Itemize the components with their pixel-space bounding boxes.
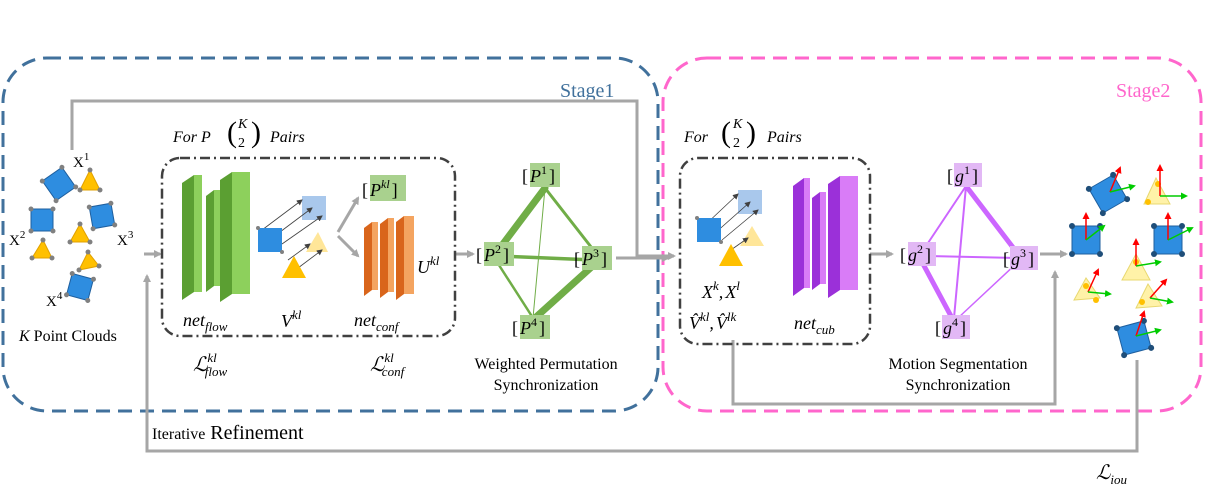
svg-text:2: 2 — [733, 136, 740, 151]
cube-shape — [28, 206, 56, 234]
v-hat-label: V̂kl,V̂lk — [689, 309, 737, 333]
loss-iou-label: ℒiou — [1096, 462, 1128, 487]
svg-text:[P1]: [P1] — [522, 163, 555, 186]
pyramid-shape — [1143, 176, 1171, 205]
svg-text:K: K — [732, 117, 743, 132]
stage2-frame — [661, 56, 1203, 413]
perm-node-4: [P4] — [512, 315, 550, 339]
perm-sync-caption-1: Weighted Permutation — [474, 356, 617, 373]
pyramid-shape — [67, 221, 93, 245]
pyramid-shape — [77, 167, 103, 193]
svg-text:[g4]: [g4] — [935, 315, 966, 338]
stage1-label: Stage1 — [560, 80, 614, 102]
perm-node-2: [P2] — [476, 242, 514, 266]
net-flow-label: netflow — [183, 310, 228, 334]
perm-sync-graph — [493, 184, 601, 322]
svg-text:[g2]: [g2] — [900, 242, 931, 265]
cube-shape — [86, 200, 118, 232]
svg-text:[P2]: [P2] — [476, 242, 509, 265]
stage1-binomial: ( K 2 ) — [227, 116, 261, 151]
motion-node-3: [g3] — [1003, 246, 1038, 270]
p-kl-matrix: [Pkl] — [362, 175, 406, 201]
svg-text:K: K — [237, 117, 248, 132]
motion-node-4: [g4] — [935, 315, 970, 339]
motion-sync-caption-2: Synchronization — [906, 377, 1011, 394]
net-flow-block — [182, 172, 250, 302]
cloud-label-x3: X3 — [117, 229, 134, 249]
stage1-header: For P — [172, 129, 211, 146]
svg-text:2: 2 — [238, 136, 245, 151]
stage1-pairs-word: Pairs — [269, 129, 305, 146]
motion-node-2: [g2] — [900, 242, 936, 266]
cube-shape — [39, 164, 79, 204]
pyramid-shape — [76, 249, 102, 273]
net-cub-block — [793, 176, 858, 298]
cube-shape — [1113, 317, 1155, 359]
pair-visual — [695, 190, 764, 266]
svg-text:[P4]: [P4] — [512, 315, 545, 338]
flow-arrows — [70, 99, 1139, 453]
svg-text:[g1]: [g1] — [947, 163, 978, 186]
cloud-label-x4: X4 — [46, 290, 63, 310]
cube-shape — [64, 271, 96, 303]
stage1-frame — [1, 56, 660, 413]
stage2-label: Stage2 — [1116, 80, 1170, 102]
perm-sync-caption-2: Synchronization — [494, 377, 599, 394]
net-conf-block — [364, 216, 414, 300]
svg-text:(: ( — [721, 116, 731, 149]
svg-text:[P3]: [P3] — [574, 246, 607, 269]
v-kl-label: Vkl — [281, 307, 302, 331]
pyramid-shape — [1135, 282, 1163, 309]
u-kl-label: Ukl — [417, 253, 440, 277]
perm-node-1: [P1] — [522, 163, 560, 187]
net-cub-label: netcub — [794, 313, 835, 337]
svg-text:[g3]: [g3] — [1003, 246, 1034, 269]
xk-xl-label: Xk,Xl — [701, 278, 740, 302]
cloud-label-x1: X1 — [73, 151, 89, 171]
cube-shape — [1085, 171, 1131, 217]
svg-text:[Pkl]: [Pkl] — [362, 177, 398, 200]
cloud-label-x2: X2 — [9, 229, 25, 249]
stage2-header: For — [683, 129, 709, 146]
net-conf-label: netconf — [354, 310, 401, 334]
motion-sync-graph — [919, 183, 1021, 321]
split-arrows — [336, 196, 360, 233]
svg-text:): ) — [746, 116, 756, 149]
flow-visual — [256, 196, 328, 278]
output-segments — [1069, 164, 1194, 359]
perm-node-3: [P3] — [574, 246, 612, 270]
svg-text:): ) — [251, 116, 261, 149]
svg-text:(: ( — [227, 116, 237, 149]
stage2-binomial: ( K 2 ) — [721, 116, 756, 151]
pyramid-shape — [29, 237, 55, 261]
stage1-pair-block — [160, 156, 457, 338]
motion-sync-caption-1: Motion Segmentation — [888, 356, 1027, 373]
bypass-arrow — [70, 99, 676, 260]
stage2-pairs-word: Pairs — [766, 129, 802, 146]
pyramid-shape — [1073, 277, 1101, 303]
motion-node-1: [g1] — [947, 163, 982, 187]
